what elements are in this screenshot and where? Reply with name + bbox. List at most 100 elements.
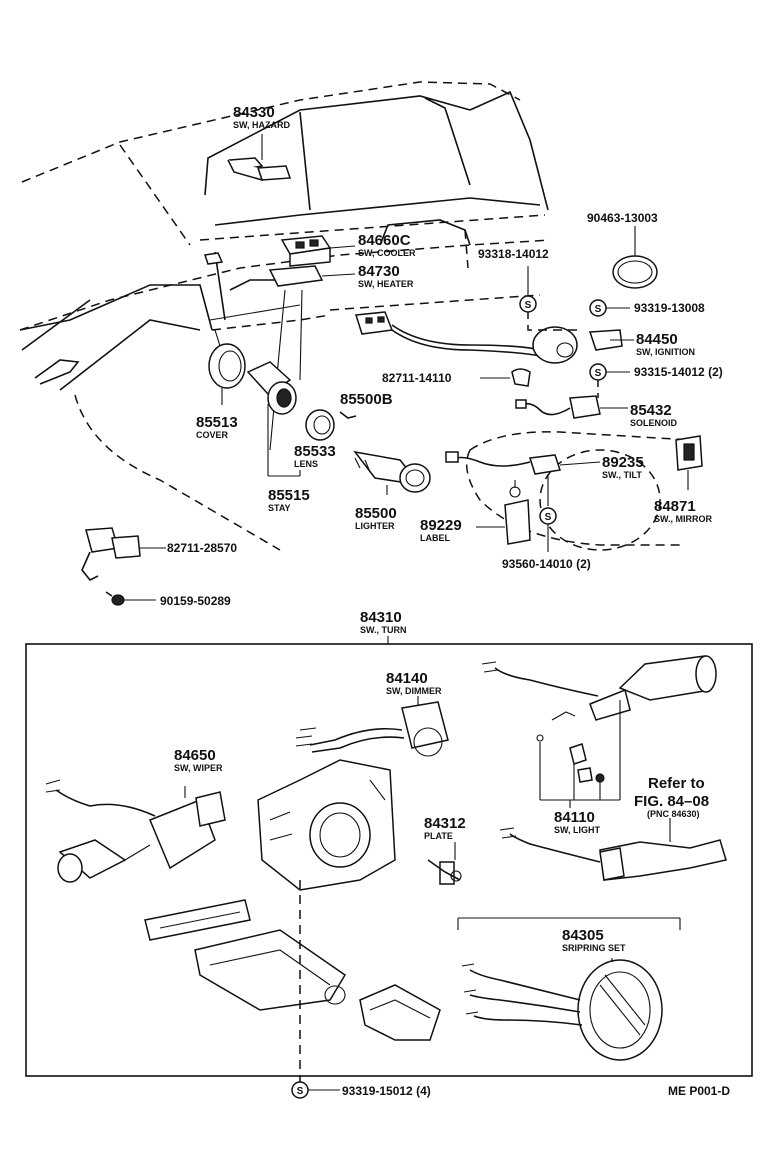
- svg-text:85432: 85432: [630, 402, 672, 419]
- label-lighter-85500b: 85500B: [340, 391, 393, 408]
- svg-text:84310: 84310: [360, 609, 402, 626]
- screw-symbol-93560: S: [539, 507, 557, 552]
- svg-text:LIGHTER: LIGHTER: [355, 521, 395, 531]
- svg-text:PLATE: PLATE: [424, 831, 453, 841]
- svg-text:84650: 84650: [174, 747, 216, 764]
- svg-text:S: S: [595, 304, 602, 315]
- label-sw-light: 84110 SW, LIGHT: [554, 809, 601, 835]
- svg-text:84312: 84312: [424, 815, 466, 832]
- label-screw-93560: 93560-14010 (2): [502, 557, 591, 571]
- svg-text:84305: 84305: [562, 927, 604, 944]
- mirror-switch-part: [675, 435, 703, 490]
- svg-text:STAY: STAY: [268, 503, 291, 513]
- svg-text:SW, COOLER: SW, COOLER: [358, 248, 416, 258]
- cooler-switch-part: [204, 235, 356, 267]
- label-clamp-90463: 90463-13003: [587, 211, 658, 225]
- wiper-switch-part: [45, 779, 226, 883]
- svg-text:84660C: 84660C: [358, 232, 411, 249]
- svg-text:S: S: [595, 368, 602, 379]
- svg-text:S: S: [545, 512, 552, 523]
- hazard-switch-part: [227, 134, 292, 182]
- svg-text:84330: 84330: [233, 104, 275, 121]
- svg-text:SW, DIMMER: SW, DIMMER: [386, 686, 442, 696]
- svg-text:(PNC 84630): (PNC 84630): [647, 809, 700, 819]
- label-screw-93318: 93318-14012: [478, 247, 549, 261]
- screw-symbol-93319-15012: S: [291, 1081, 340, 1099]
- label-solenoid: 85432 SOLENOID: [630, 402, 678, 428]
- spiral-spring-bracket: [457, 917, 681, 930]
- label-sw-mirror: 84871 SW., MIRROR: [654, 498, 712, 524]
- label-lighter: 85500 LIGHTER: [355, 505, 397, 531]
- label-sw-hazard: 84330 SW, HAZARD: [233, 104, 290, 130]
- label-sw-turn: 84310 SW., TURN: [360, 609, 407, 635]
- spiral-spring-part: [461, 958, 663, 1061]
- label-sw-dimmer: 84140 SW, DIMMER: [386, 670, 442, 696]
- refer-lever-part: [499, 818, 727, 881]
- svg-text:SW, HAZARD: SW, HAZARD: [233, 120, 290, 130]
- label-stay: 85515 STAY: [268, 487, 310, 513]
- svg-text:SW, LIGHT: SW, LIGHT: [554, 825, 601, 835]
- svg-text:85513: 85513: [196, 414, 238, 431]
- label-sw-tilt: 89235 SW., TILT: [602, 454, 644, 480]
- solenoid-part: [515, 378, 628, 419]
- label-sw-heater: 84730 SW, HEATER: [358, 263, 414, 289]
- label-screw-93319-15012: 93319-15012 (4): [342, 1084, 431, 1098]
- svg-text:LABEL: LABEL: [420, 533, 450, 543]
- svg-text:SW., TILT: SW., TILT: [602, 470, 642, 480]
- svg-text:84140: 84140: [386, 670, 428, 687]
- svg-text:85500: 85500: [355, 505, 397, 522]
- lighter-part: [339, 411, 431, 495]
- svg-text:SW, IGNITION: SW, IGNITION: [636, 347, 695, 357]
- bolt-90159-part: [105, 591, 156, 606]
- svg-text:SW, WIPER: SW, WIPER: [174, 763, 223, 773]
- svg-text:SW, HEATER: SW, HEATER: [358, 279, 414, 289]
- svg-text:84871: 84871: [654, 498, 696, 515]
- tilt-switch-part: [445, 431, 691, 551]
- svg-text:SRIPRING SET: SRIPRING SET: [562, 943, 626, 953]
- light-switch-part: [481, 655, 717, 808]
- label-sw-wiper: 84650 SW, WIPER: [174, 747, 223, 773]
- label-screw-93319-13008: 93319-13008: [634, 301, 705, 315]
- bracket-part: [359, 984, 441, 1041]
- lens-part: [246, 361, 335, 477]
- label-cover: 85513 COVER: [196, 414, 238, 440]
- label-screw-93315: 93315-14012 (2): [634, 365, 723, 379]
- svg-text:SOLENOID: SOLENOID: [630, 418, 678, 428]
- figure-code: ME P001-D: [668, 1084, 730, 1098]
- label-plate: 84312 PLATE: [424, 815, 466, 841]
- ignition-switch-part: [355, 310, 634, 364]
- plate-part: [427, 842, 462, 885]
- dimmer-switch-part: [295, 696, 449, 757]
- label-refer-to-fig: Refer to FIG. 84–08 (PNC 84630): [634, 775, 709, 819]
- svg-text:S: S: [525, 300, 532, 311]
- svg-text:89235: 89235: [602, 454, 644, 471]
- svg-text:85515: 85515: [268, 487, 310, 504]
- clamp-82711-28570-part: [81, 527, 166, 582]
- svg-text:FIG. 84–08: FIG. 84–08: [634, 793, 709, 810]
- label-sw-cooler: 84660C SW, COOLER: [358, 232, 416, 258]
- dashboard-outline: [19, 81, 551, 551]
- svg-text:Refer to: Refer to: [648, 775, 705, 792]
- svg-text:89229: 89229: [420, 517, 462, 534]
- label-sw-ignition: 84450 SW, IGNITION: [636, 331, 695, 357]
- screw-symbol-93318: S: [519, 266, 537, 313]
- clamp-90463-part: [612, 226, 658, 289]
- label-lens: 85533 LENS: [294, 443, 336, 469]
- turn-switch-assembly-box: [25, 643, 753, 1077]
- svg-text:84450: 84450: [636, 331, 678, 348]
- label-clamp-82711-14110: 82711-14110: [382, 371, 452, 385]
- svg-text:LENS: LENS: [294, 459, 318, 469]
- cover-part: [208, 329, 246, 405]
- label-clamp-82711-28570: 82711-28570: [167, 541, 237, 555]
- label-bolt-90159: 90159-50289: [160, 594, 231, 608]
- svg-text:COVER: COVER: [196, 430, 229, 440]
- connector-block-part: [144, 899, 347, 1011]
- label-label: 89229 LABEL: [420, 517, 462, 543]
- svg-text:SW., MIRROR: SW., MIRROR: [654, 514, 712, 524]
- screw-symbol-93315: S: [589, 363, 630, 381]
- svg-text:84110: 84110: [554, 809, 595, 826]
- clamp-82711-14110-part: [480, 368, 531, 387]
- svg-text:85533: 85533: [294, 443, 336, 460]
- svg-text:SW., TURN: SW., TURN: [360, 625, 407, 635]
